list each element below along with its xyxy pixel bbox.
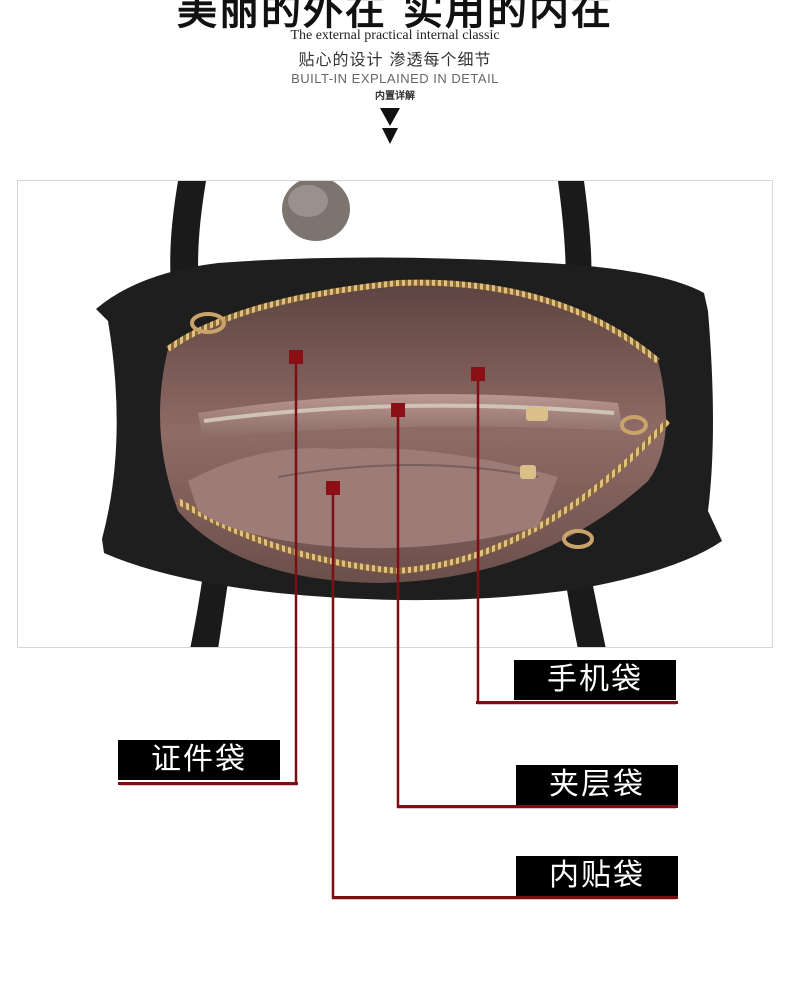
bag-illustration	[96, 181, 722, 647]
label-zip-pocket: 夹层袋	[516, 765, 678, 805]
label-id-pocket: 证件袋	[118, 740, 280, 780]
label-phone-pocket: 手机袋	[514, 660, 676, 700]
subtitle-en: The external practical internal classic	[290, 28, 500, 43]
subtitle-cn: 贴心的设计 渗透每个细节	[298, 50, 492, 69]
zipper-pull	[526, 407, 548, 421]
underline-inner-pocket	[332, 896, 678, 899]
underline-zip-pocket	[397, 805, 678, 808]
label-inner-pocket: 内贴袋	[516, 856, 678, 896]
built-in-caption-cn: 内置详解	[375, 91, 415, 102]
underline-phone-pocket	[476, 701, 678, 704]
bag-interior-photo	[17, 180, 773, 648]
headline: 美丽的外在 实用的内在	[177, 0, 613, 34]
double-down-arrow-icon	[380, 108, 400, 144]
built-in-caption: BUILT-IN EXPLAINED IN DETAIL	[291, 71, 499, 86]
underline-id-pocket	[118, 782, 298, 785]
